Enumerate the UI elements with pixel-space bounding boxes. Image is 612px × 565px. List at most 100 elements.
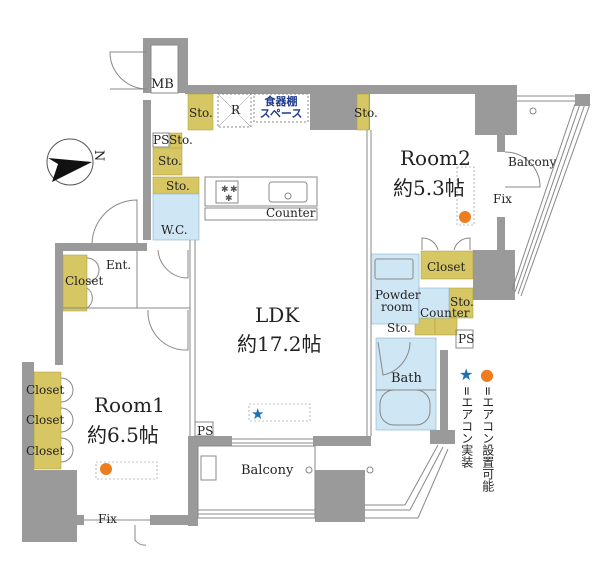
sto-top-right-fill — [356, 93, 370, 131]
ac-zone-ldk — [248, 403, 311, 422]
label-counter-powder: Counter — [420, 306, 470, 320]
closet-room2-fill — [420, 250, 474, 280]
wall-room1-bottom — [22, 515, 84, 525]
wall-mb-right — [178, 38, 188, 93]
wall-service-left — [143, 100, 151, 240]
ac-possible-dot-room2 — [459, 211, 471, 223]
legend-ac-possible-text: =エアコン設置可能 — [480, 386, 495, 493]
wet-areas — [152, 193, 450, 431]
wall-mb-left — [143, 38, 151, 93]
closet-entrance-fill — [62, 254, 88, 312]
balcony-diag-1 — [404, 444, 439, 506]
bath-fill — [375, 337, 437, 431]
powder-room-fill — [370, 253, 420, 325]
label-fix-room2: Fix — [493, 192, 512, 206]
wall-room2-right-block — [473, 250, 515, 300]
ac-zone-room1 — [95, 461, 158, 480]
storage-areas — [33, 93, 474, 470]
label-room1-name: Room1 — [94, 393, 165, 417]
sink — [268, 181, 308, 203]
counter-powder-fill-b — [434, 317, 458, 336]
label-ps-top: PS — [153, 133, 170, 147]
label-sto-powder-right: Sto. — [450, 295, 474, 309]
label-room1-size: 約6.5帖 — [87, 423, 159, 447]
ac-possible-dot-room1 — [100, 463, 112, 475]
wall-bath-right-corner — [430, 430, 455, 444]
entrance-door-swing — [91, 199, 138, 244]
wall-room2-right-lower — [497, 217, 505, 252]
label-sto-wc: Sto. — [166, 179, 190, 193]
label-room2-size: 約5.3帖 — [393, 176, 465, 200]
label-refrigerator: R — [231, 103, 241, 117]
label-ps-ldk: PS — [197, 424, 214, 438]
wall-entrance-top — [55, 243, 147, 251]
label-counter-kitchen: Counter — [266, 206, 316, 220]
compass-north-label: N — [91, 149, 107, 162]
label-closet-room1-c: Closet — [26, 444, 65, 458]
stove-burners-icon: ✱ ✱ ✱ — [221, 185, 238, 204]
right-balcony-diag-1 — [511, 103, 576, 291]
label-sto-mid: Sto. — [158, 154, 182, 168]
room2-closet-door-a — [421, 237, 439, 251]
kitchen-counter-lower — [204, 207, 318, 221]
ps-bath-box — [455, 329, 474, 349]
compass-icon — [46, 138, 94, 186]
kitchen-counter — [204, 176, 318, 207]
label-ldk-size: 約17.2帖 — [237, 332, 322, 356]
sto-powder-right-fill — [448, 287, 474, 319]
right-balcony-diag-3 — [517, 103, 586, 295]
sto-mid-fill — [152, 147, 183, 176]
ps-top-box — [152, 132, 170, 148]
room2-closet-door-b — [453, 237, 471, 251]
label-bath: Bath — [391, 371, 422, 386]
room1-door-swing — [147, 309, 189, 351]
wall-mb-top — [143, 38, 188, 45]
balcony-drain-1 — [529, 107, 537, 115]
dish-shelf-box — [253, 93, 309, 123]
label-room2-name: Room2 — [400, 146, 471, 170]
wall-ldk-bottom-left — [190, 436, 232, 446]
wall-room1-corner — [22, 470, 77, 542]
label-fix-room1: Fix — [98, 512, 117, 526]
label-sto-top-left: Sto. — [189, 106, 213, 120]
svg-text:✱: ✱ — [225, 194, 233, 204]
room1-closet-door-c — [60, 437, 74, 463]
powder-room-fill-b — [418, 287, 450, 319]
wall-bath-right — [440, 350, 448, 440]
closet-room1-fill — [33, 371, 62, 470]
label-ldk-name: LDK — [255, 303, 300, 327]
bath-door-swing — [377, 341, 411, 376]
wall-top-block-right — [475, 85, 517, 135]
label-closet-room1-a: Closet — [26, 383, 65, 397]
label-dish-shelf-line1: 食器棚 — [264, 95, 298, 108]
label-dish-shelf-space: 食器棚 スペース — [256, 96, 306, 119]
refrigerator-x2 — [217, 93, 252, 128]
balcony-drain-3 — [366, 466, 374, 474]
stove — [215, 180, 239, 204]
walls — [22, 38, 517, 542]
label-mb: MB — [151, 77, 174, 92]
wall-room1-right-lower — [188, 436, 198, 526]
wall-ldk-bottom-right — [313, 436, 371, 446]
partitions — [60, 44, 591, 546]
wc-fill — [152, 193, 200, 241]
label-wc: W.C. — [161, 223, 188, 237]
ac-zone-room2 — [456, 166, 475, 226]
right-balcony-diag-2 — [514, 103, 581, 293]
label-ps-bath: PS — [458, 332, 475, 346]
wc-door-swing — [157, 249, 189, 279]
mb-interior — [150, 44, 179, 94]
label-sto-ps: Sto. — [169, 133, 193, 147]
ps-ldk-box — [194, 421, 214, 437]
label-powder-room-line1: Powder — [375, 288, 421, 302]
legend-ac-possible-icon: ● — [480, 365, 494, 384]
svg-text:✱: ✱ — [230, 185, 238, 195]
room2-balcony-door — [504, 151, 541, 188]
label-balcony-room2: Balcony — [508, 155, 557, 169]
balcony-pillar — [315, 470, 365, 522]
label-sto-powder: Sto. — [387, 321, 411, 335]
wall-room1-bottom-right — [150, 515, 195, 525]
wall-room2-right-upper — [497, 130, 505, 152]
sto-top-left-fill — [187, 93, 214, 131]
